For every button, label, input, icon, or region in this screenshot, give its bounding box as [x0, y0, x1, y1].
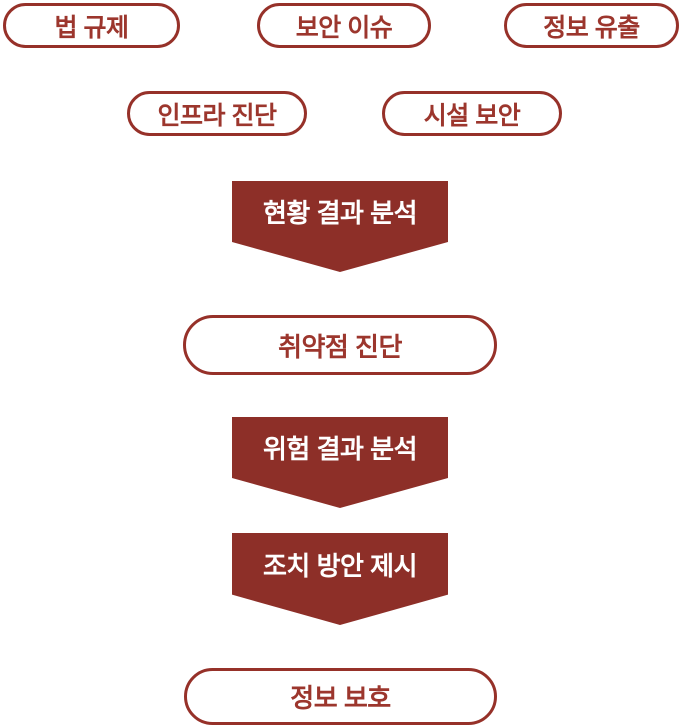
node-information-protection: 정보 보호: [184, 668, 497, 725]
banner-risk-result-analysis: 위험 결과 분석: [232, 417, 448, 508]
node-law-regulation: 법 규제: [3, 3, 180, 48]
node-facility-security: 시설 보안: [382, 91, 562, 136]
banner-status-result-analysis: 현황 결과 분석: [232, 181, 448, 272]
node-security-issue: 보안 이슈: [257, 3, 431, 48]
banner-action-plan-proposal: 조치 방안 제시: [232, 533, 448, 625]
node-infra-diagnosis: 인프라 진단: [127, 91, 307, 136]
node-vulnerability-diagnosis: 취약점 진단: [183, 315, 497, 375]
node-information-leak: 정보 유출: [504, 3, 679, 48]
